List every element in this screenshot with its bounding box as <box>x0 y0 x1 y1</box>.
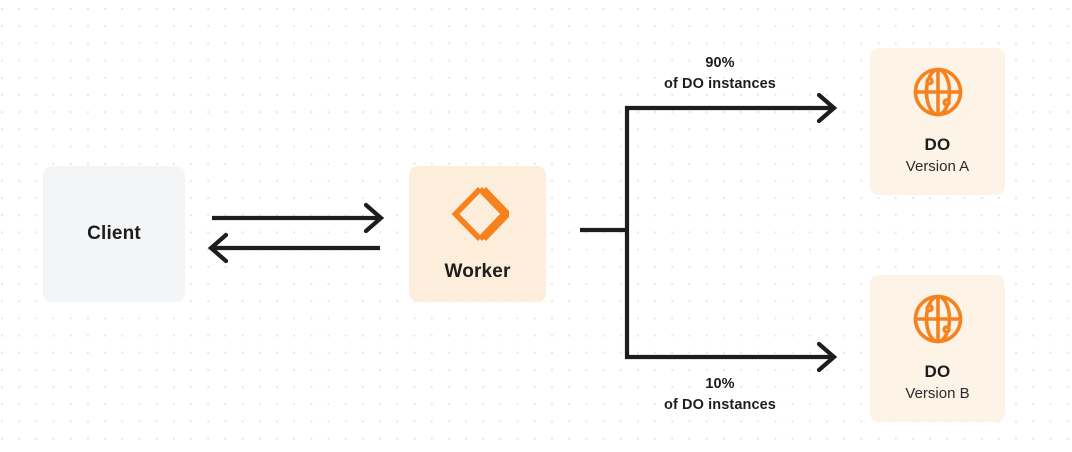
edge-label-do-a-percent: 90% <box>705 55 735 71</box>
globe-icon <box>912 293 964 350</box>
node-worker-label: Worker <box>444 261 511 283</box>
arrow-worker-to-do-b <box>625 341 838 373</box>
node-do-version-b[interactable]: DO Version B <box>870 275 1005 422</box>
node-do-a-label: DO <box>924 135 951 155</box>
arrow-worker-to-do-a <box>625 92 838 124</box>
arrow-client-to-worker <box>212 202 385 234</box>
globe-icon <box>912 66 964 123</box>
arrow-worker-to-client <box>207 232 380 264</box>
node-worker[interactable]: Worker <box>409 166 546 302</box>
node-client[interactable]: Client <box>43 166 185 302</box>
arrow-worker-branch <box>580 106 630 358</box>
node-do-version-a[interactable]: DO Version A <box>870 48 1005 195</box>
node-do-b-sublabel: Version B <box>905 385 970 403</box>
edge-label-do-a-description: of DO instances <box>664 76 776 93</box>
edge-label-do-a: 90% of DO instances <box>627 53 813 95</box>
edge-label-do-b-description: of DO instances <box>664 397 776 414</box>
cloudflare-workers-icon <box>447 185 512 248</box>
node-do-b-label: DO <box>924 362 951 382</box>
node-client-label: Client <box>87 222 141 244</box>
edge-label-do-b-percent: 10% <box>705 376 735 392</box>
node-do-a-sublabel: Version A <box>905 158 970 176</box>
edge-label-do-b: 10% of DO instances <box>627 374 813 416</box>
